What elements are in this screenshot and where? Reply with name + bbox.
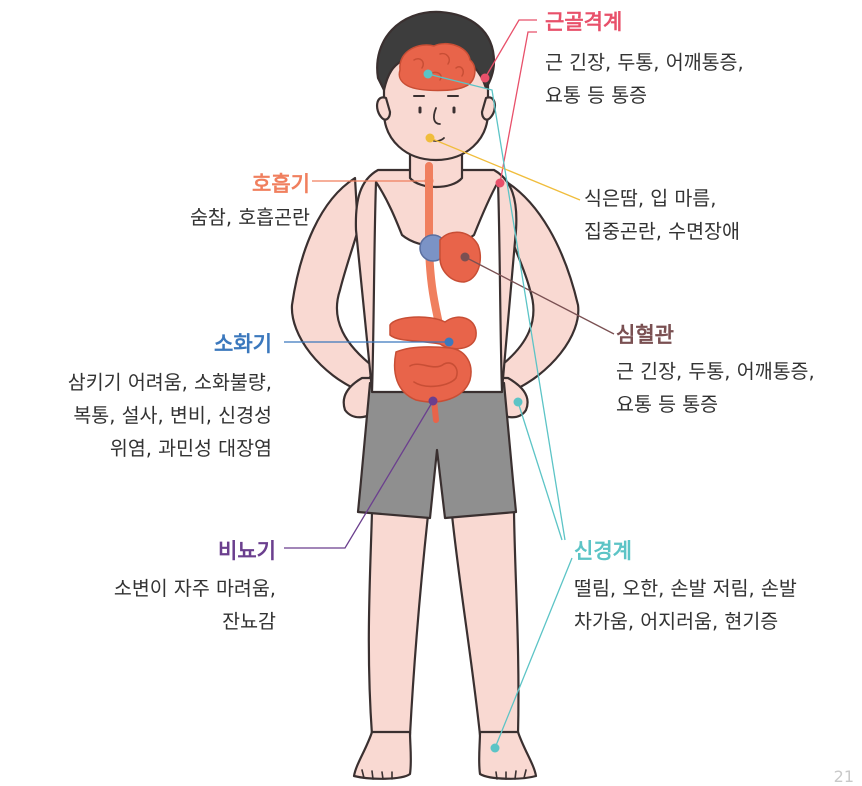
digestive-title: 소화기 [214,328,272,358]
mouth-desc: 식은땀, 입 마름, 집중곤란, 수면장애 [584,182,740,248]
left-leg [369,512,428,735]
dot-nervous-foot [491,744,500,753]
right-foot [479,732,536,779]
dot-respiratory [425,177,434,186]
intestines [395,347,471,402]
cardiovascular-desc-line-2: 요통 등 통증 [616,388,815,421]
page-number: 21 [834,767,854,786]
cardiovascular-desc: 근 긴장, 두통, 어깨통증, 요통 등 통증 [616,355,815,421]
lung [440,232,480,282]
urinary-desc-line-2: 잔뇨감 [114,605,276,638]
mouth-desc-line-1: 식은땀, 입 마름, [584,182,740,215]
dot-digestive [445,338,454,347]
nervous-line-2 [518,402,562,540]
dot-nervous-hand [514,398,523,407]
musculoskeletal-desc: 근 긴장, 두통, 어깨통증, 요통 등 통증 [545,46,744,112]
right-leg [452,512,518,735]
urinary-desc: 소변이 자주 마려움, 잔뇨감 [114,572,276,638]
musculoskeletal-desc-line-2: 요통 등 통증 [545,79,744,112]
dot-brain [424,70,433,79]
cardiovascular-desc-line-1: 근 긴장, 두통, 어깨통증, [616,355,815,388]
urinary-desc-line-1: 소변이 자주 마려움, [114,572,276,605]
dot-cardiovascular [461,253,470,262]
musculoskeletal-desc-line-1: 근 긴장, 두통, 어깨통증, [545,46,744,79]
digestive-desc-line-1: 삼키기 어려움, 소화불량, [68,366,272,399]
mouth-desc-line-2: 집중곤란, 수면장애 [584,215,740,248]
respiratory-desc-line-1: 숨참, 호흡곤란 [190,201,310,234]
nervous-desc: 떨림, 오한, 손발 저림, 손발 차가움, 어지러움, 현기증 [574,572,797,638]
respiratory-title: 호흡기 [252,168,310,198]
musculoskeletal-line-2 [500,32,537,183]
digestive-desc-line-2: 복통, 설사, 변비, 신경성 [68,399,272,432]
dot-urinary [429,397,438,406]
musculoskeletal-title: 근골격계 [545,6,622,36]
dot-musculoskeletal-2 [496,179,505,188]
dot-mouth [426,134,435,143]
respiratory-desc: 숨참, 호흡곤란 [190,201,310,234]
dot-musculoskeletal-1 [481,74,490,83]
human-figure [292,12,578,779]
nervous-title: 신경계 [574,535,632,565]
cardiovascular-title: 심혈관 [616,319,674,349]
nervous-desc-line-1: 떨림, 오한, 손발 저림, 손발 [574,572,797,605]
digestive-desc-line-3: 위염, 과민성 대장염 [68,432,272,465]
digestive-desc: 삼키기 어려움, 소화불량, 복통, 설사, 변비, 신경성 위염, 과민성 대… [68,366,272,465]
nervous-desc-line-2: 차가움, 어지러움, 현기증 [574,605,797,638]
urinary-title: 비뇨기 [218,535,276,565]
